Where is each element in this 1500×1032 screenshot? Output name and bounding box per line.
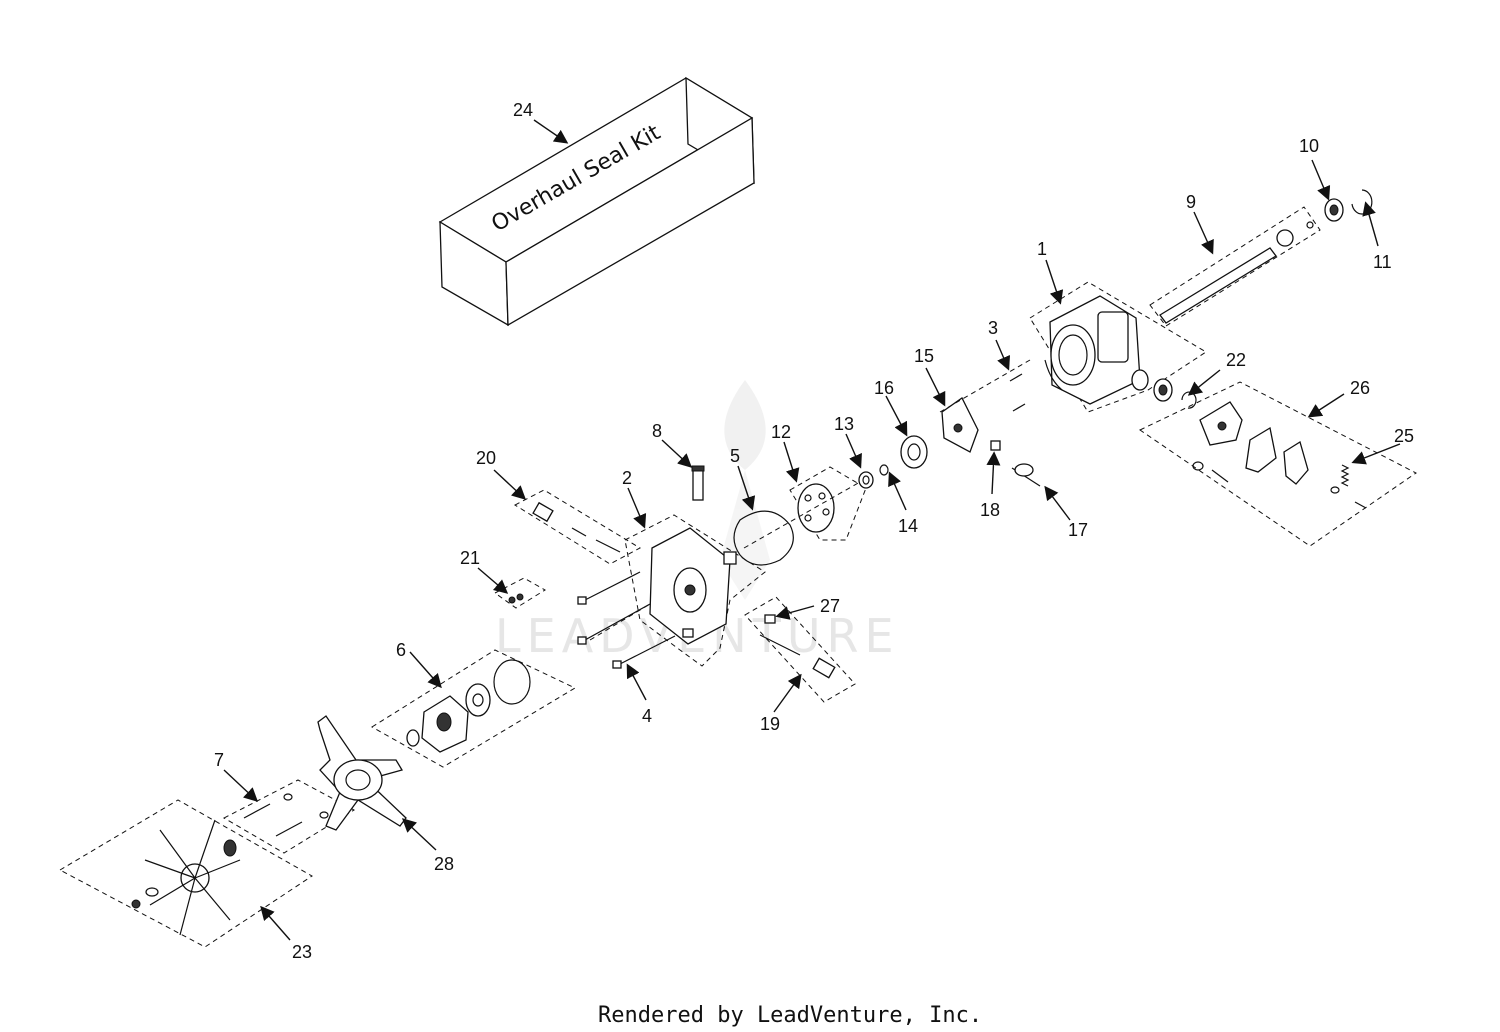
charge-pump-part-6 xyxy=(406,659,531,753)
callout-20: 20 xyxy=(476,448,496,468)
gasket-part-5 xyxy=(733,510,794,566)
callout-1: 1 xyxy=(1037,239,1047,259)
callout-18: 18 xyxy=(980,500,1000,520)
o-ring-part-14 xyxy=(879,464,889,476)
callout-2: 2 xyxy=(622,468,632,488)
callout-11: 11 xyxy=(1373,252,1392,272)
callout-15: 15 xyxy=(914,346,934,366)
control-arm-part-26 xyxy=(1192,401,1367,509)
plug-part-27 xyxy=(764,614,776,624)
small-part-21 xyxy=(508,593,524,604)
center-section-part-2 xyxy=(649,527,737,645)
bearing-part-10 xyxy=(1324,198,1344,222)
callout-28: 28 xyxy=(434,854,454,874)
callout-24: 24 xyxy=(513,100,533,120)
callout-14: 14 xyxy=(898,516,918,536)
group-box-23 xyxy=(58,799,313,948)
retaining-ring-part-11 xyxy=(1351,189,1373,215)
overhaul-seal-kit-box: Overhaul Seal Kit xyxy=(438,76,755,327)
assembly-axis-line xyxy=(589,359,1031,641)
callout-25: 25 xyxy=(1394,426,1414,446)
callout-13: 13 xyxy=(834,414,854,434)
callout-27: 27 xyxy=(820,596,840,616)
fitting-part-20 xyxy=(532,501,621,553)
callout-23: 23 xyxy=(292,942,312,962)
group-box-12 xyxy=(789,466,867,541)
group-box-20 xyxy=(513,489,642,565)
shaft-part-9 xyxy=(1159,221,1314,324)
group-box-7 xyxy=(222,779,356,854)
spring-part-13 xyxy=(858,471,874,489)
group-box-1 xyxy=(1029,281,1207,413)
leader-lines xyxy=(223,119,1401,941)
callout-7: 7 xyxy=(214,750,224,770)
callout-4: 4 xyxy=(642,706,652,726)
group-box-9 xyxy=(1149,206,1321,327)
callout-19: 19 xyxy=(760,714,780,734)
callout-22: 22 xyxy=(1226,350,1246,370)
bearing-part-22 xyxy=(1131,369,1197,409)
seal-part-16 xyxy=(900,435,928,469)
cylinder-block-part-12 xyxy=(797,483,835,533)
fitting-part-19 xyxy=(759,634,836,679)
callout-16: 16 xyxy=(874,378,894,398)
group-box-26 xyxy=(1139,381,1417,547)
callout-labels: 1 2 3 4 5 6 7 8 9 10 11 12 13 14 15 16 1… xyxy=(214,100,1414,962)
valve-part-8 xyxy=(691,465,705,501)
end-cap-part-15 xyxy=(941,397,979,453)
callout-8: 8 xyxy=(652,421,662,441)
group-box-6 xyxy=(371,649,577,768)
callout-5: 5 xyxy=(730,446,740,466)
group-boxes xyxy=(58,206,1417,948)
nut-part-18 xyxy=(990,440,1001,451)
pin-part-3 xyxy=(1009,373,1026,412)
spring-part-25 xyxy=(1340,464,1350,487)
housing-part-1 xyxy=(1044,295,1141,405)
footer-credit: Rendered by LeadVenture, Inc. xyxy=(598,1003,982,1028)
callout-21: 21 xyxy=(460,548,480,568)
bolt-part-7 xyxy=(243,793,329,837)
fan-part-23 xyxy=(131,819,241,936)
callout-26: 26 xyxy=(1350,378,1370,398)
callout-9: 9 xyxy=(1186,192,1196,212)
callout-12: 12 xyxy=(771,422,791,442)
callout-10: 10 xyxy=(1299,136,1319,156)
group-box-21 xyxy=(494,577,546,609)
bracket-part-28 xyxy=(317,715,407,831)
group-box-2 xyxy=(624,514,766,667)
callout-6: 6 xyxy=(396,640,406,660)
group-box-19 xyxy=(744,596,856,703)
callout-17: 17 xyxy=(1068,520,1088,540)
parts xyxy=(131,189,1373,936)
callout-3: 3 xyxy=(988,318,998,338)
trunnion-part-17 xyxy=(1011,463,1041,487)
